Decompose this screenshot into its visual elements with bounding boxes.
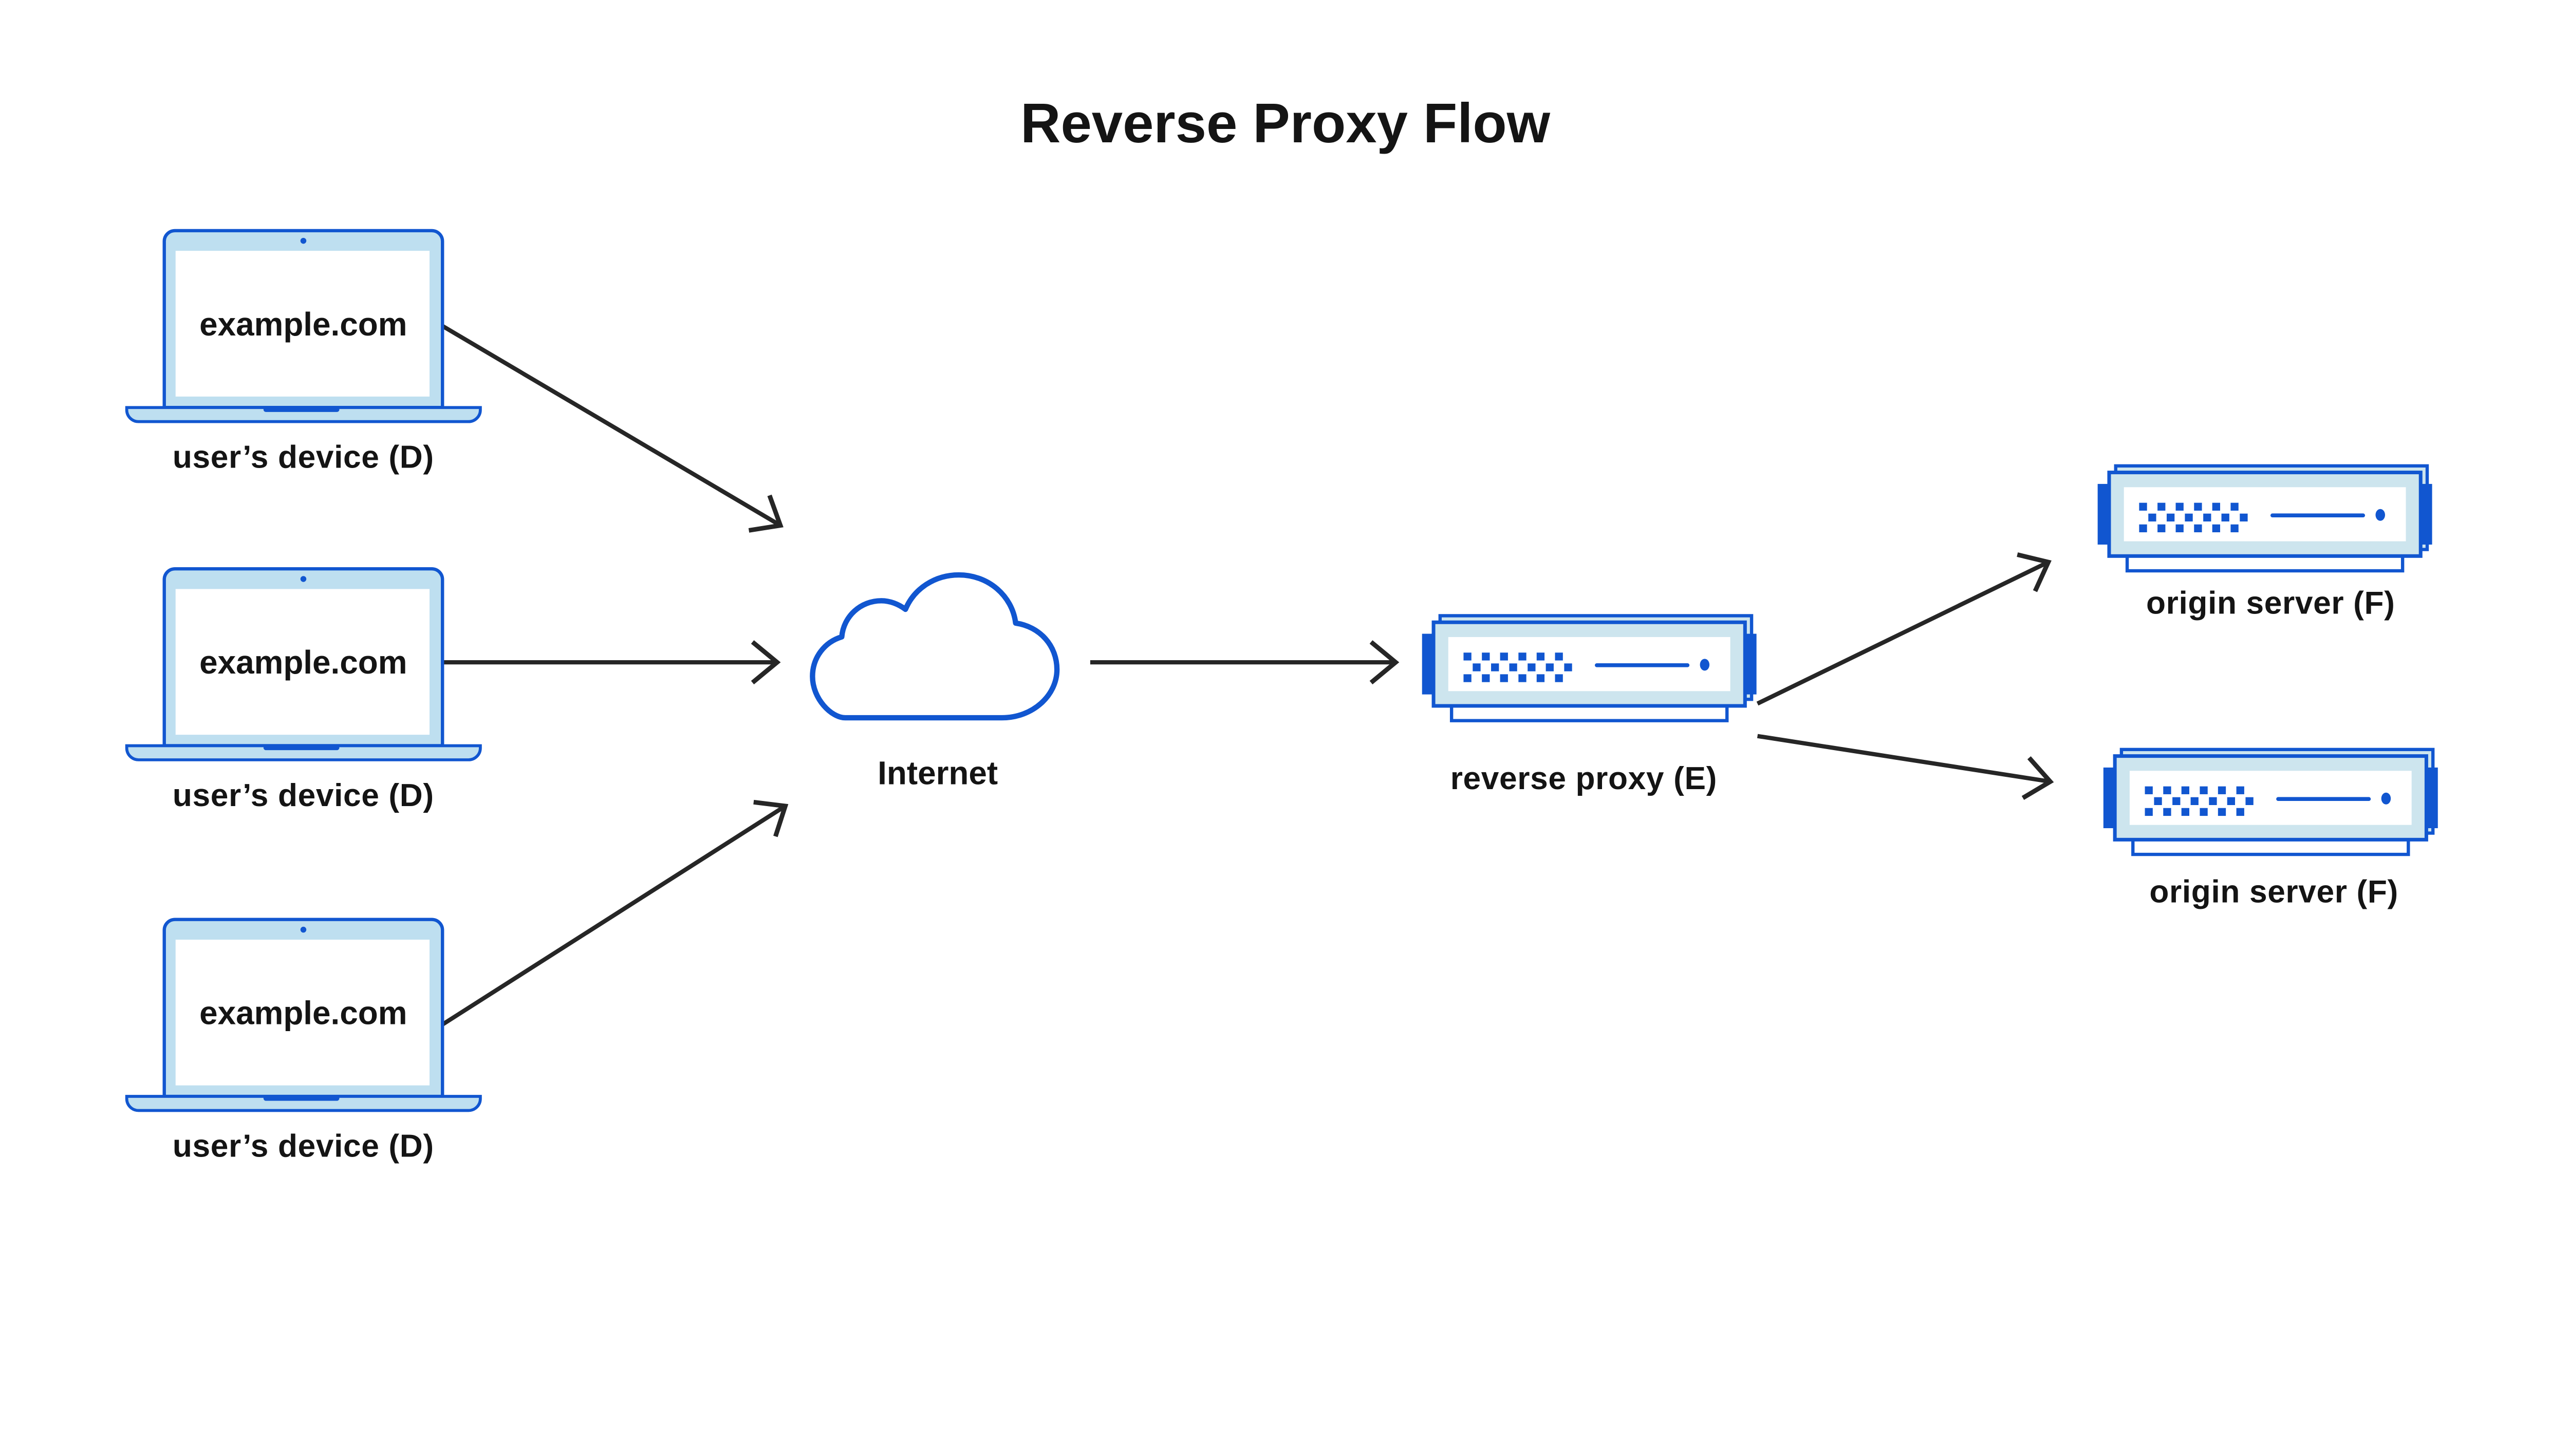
reverse-proxy-label: reverse proxy (E) — [1450, 761, 1717, 796]
diagram-canvas: Reverse Proxy Flow example.com user’s de… — [0, 91, 2569, 1164]
server-icon — [1422, 615, 1757, 720]
device-screen-text: example.com — [199, 306, 407, 343]
arrow-reverse-proxy-to-origin2 — [1757, 734, 2054, 800]
page-title: Reverse Proxy Flow — [1020, 92, 1551, 154]
reverse-proxy-node: reverse proxy (E) — [1422, 615, 1757, 796]
user-device-2: example.com user’s device (D) — [127, 569, 480, 813]
origin-server-1-node: origin server (F) — [2098, 466, 2432, 621]
arrow-device3-to-internet — [440, 799, 789, 1028]
server-icon — [2098, 466, 2432, 571]
user-device-1: example.com user’s device (D) — [127, 231, 480, 475]
arrow-reverse-proxy-to-origin1 — [1756, 552, 2052, 706]
server-icon — [2103, 750, 2438, 854]
arrow-device1-to-internet — [441, 324, 784, 533]
device-screen-text: example.com — [199, 995, 407, 1032]
internet-label: Internet — [878, 754, 998, 791]
internet-node: Internet — [810, 572, 1060, 791]
cloud-icon — [810, 572, 1060, 721]
device-label: user’s device (D) — [173, 1129, 434, 1164]
edges — [440, 324, 2054, 1028]
device-label: user’s device (D) — [173, 440, 434, 475]
device-label: user’s device (D) — [173, 778, 434, 813]
origin-server-label: origin server (F) — [2146, 586, 2395, 621]
origin-server-2-node: origin server (F) — [2103, 750, 2438, 909]
origin-server-label: origin server (F) — [2149, 874, 2398, 909]
user-device-3: example.com user’s device (D) — [127, 920, 480, 1164]
reverse-proxy-flow-diagram: Reverse Proxy Flow example.com user’s de… — [0, 92, 2569, 1164]
device-screen-text: example.com — [199, 644, 407, 681]
